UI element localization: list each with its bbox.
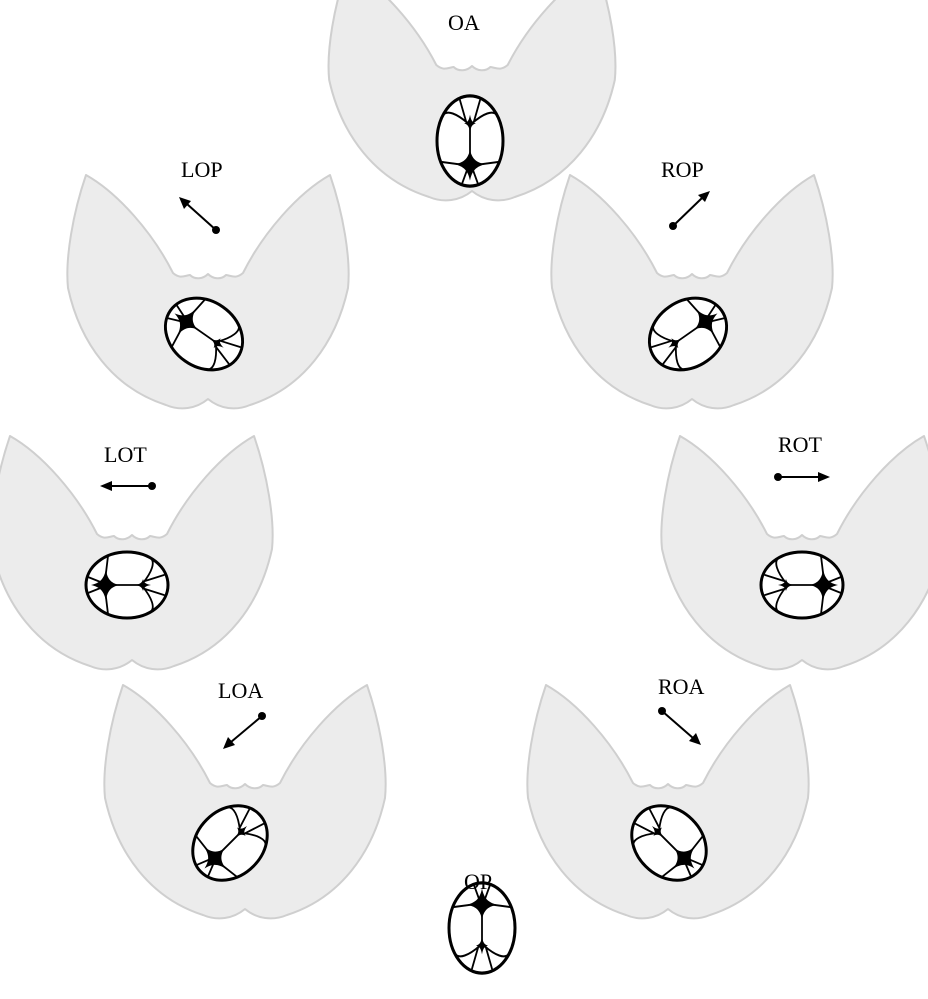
pelvis-outline [526, 684, 810, 920]
position-oa: OA [327, 0, 617, 202]
position-lop: LOP [66, 157, 350, 410]
position-lot: LOT [0, 435, 274, 671]
pelvis-outline [103, 684, 387, 920]
position-label: ROA [658, 674, 705, 699]
fetal-skull-icon [447, 881, 517, 975]
fetal-skull-icon [759, 550, 845, 620]
position-roa: ROA [526, 674, 810, 920]
rotation-arrow-icon [774, 472, 830, 482]
position-rop: ROP [550, 157, 834, 410]
position-rot: ROT [660, 432, 928, 671]
position-label: OA [448, 10, 480, 35]
position-label: OP [464, 869, 492, 894]
position-label: ROP [661, 157, 704, 182]
rotation-arrow-icon [179, 197, 220, 234]
fetal-skull-icon [84, 550, 170, 620]
rotation-arrow-icon [669, 191, 710, 230]
fetal-skull-icon [435, 94, 505, 188]
position-label: ROT [778, 432, 823, 457]
rotation-arrow-icon [100, 481, 156, 491]
pelvis-outline [66, 174, 350, 410]
position-label: LOA [218, 678, 263, 703]
pelvis-outline [550, 174, 834, 410]
position-label: LOP [181, 157, 223, 182]
rotation-arrow-icon [658, 707, 701, 745]
position-loa: LOA [103, 678, 387, 920]
position-label: LOT [104, 442, 147, 467]
position-op: OP [447, 869, 517, 975]
rotation-arrow-icon [223, 712, 266, 749]
